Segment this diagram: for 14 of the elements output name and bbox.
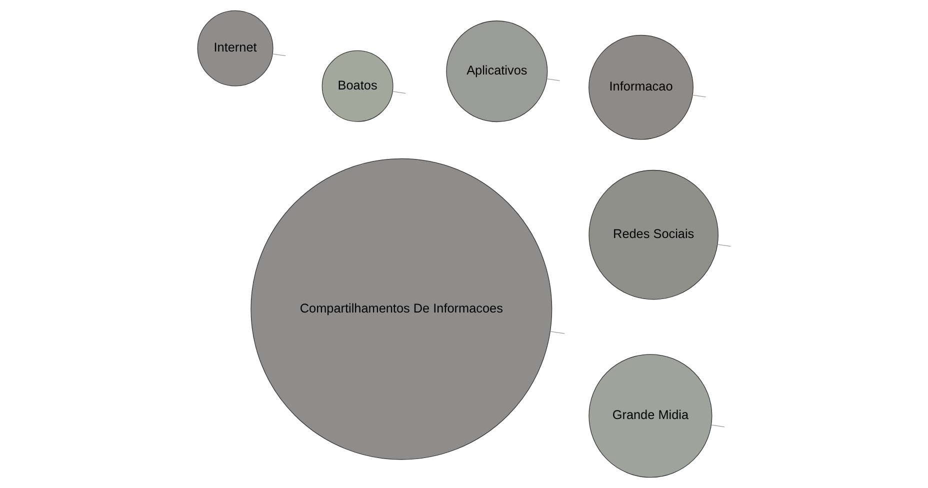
node-circle: Aplicativos — [446, 20, 548, 122]
connector — [550, 331, 564, 334]
connector — [272, 54, 286, 56]
connector — [546, 78, 560, 82]
connector — [710, 424, 724, 428]
node-circle: Boatos — [321, 50, 393, 122]
connector — [692, 94, 706, 98]
node-circle: Redes Sociais — [588, 170, 718, 300]
node-circle: Grande Midia — [588, 354, 712, 478]
node-circle: Internet — [196, 10, 273, 86]
node-circle: Compartilhamentos De Informacoes — [250, 158, 552, 460]
connector — [716, 244, 731, 247]
node-circle: Informacao — [588, 34, 693, 140]
connector — [392, 91, 406, 94]
